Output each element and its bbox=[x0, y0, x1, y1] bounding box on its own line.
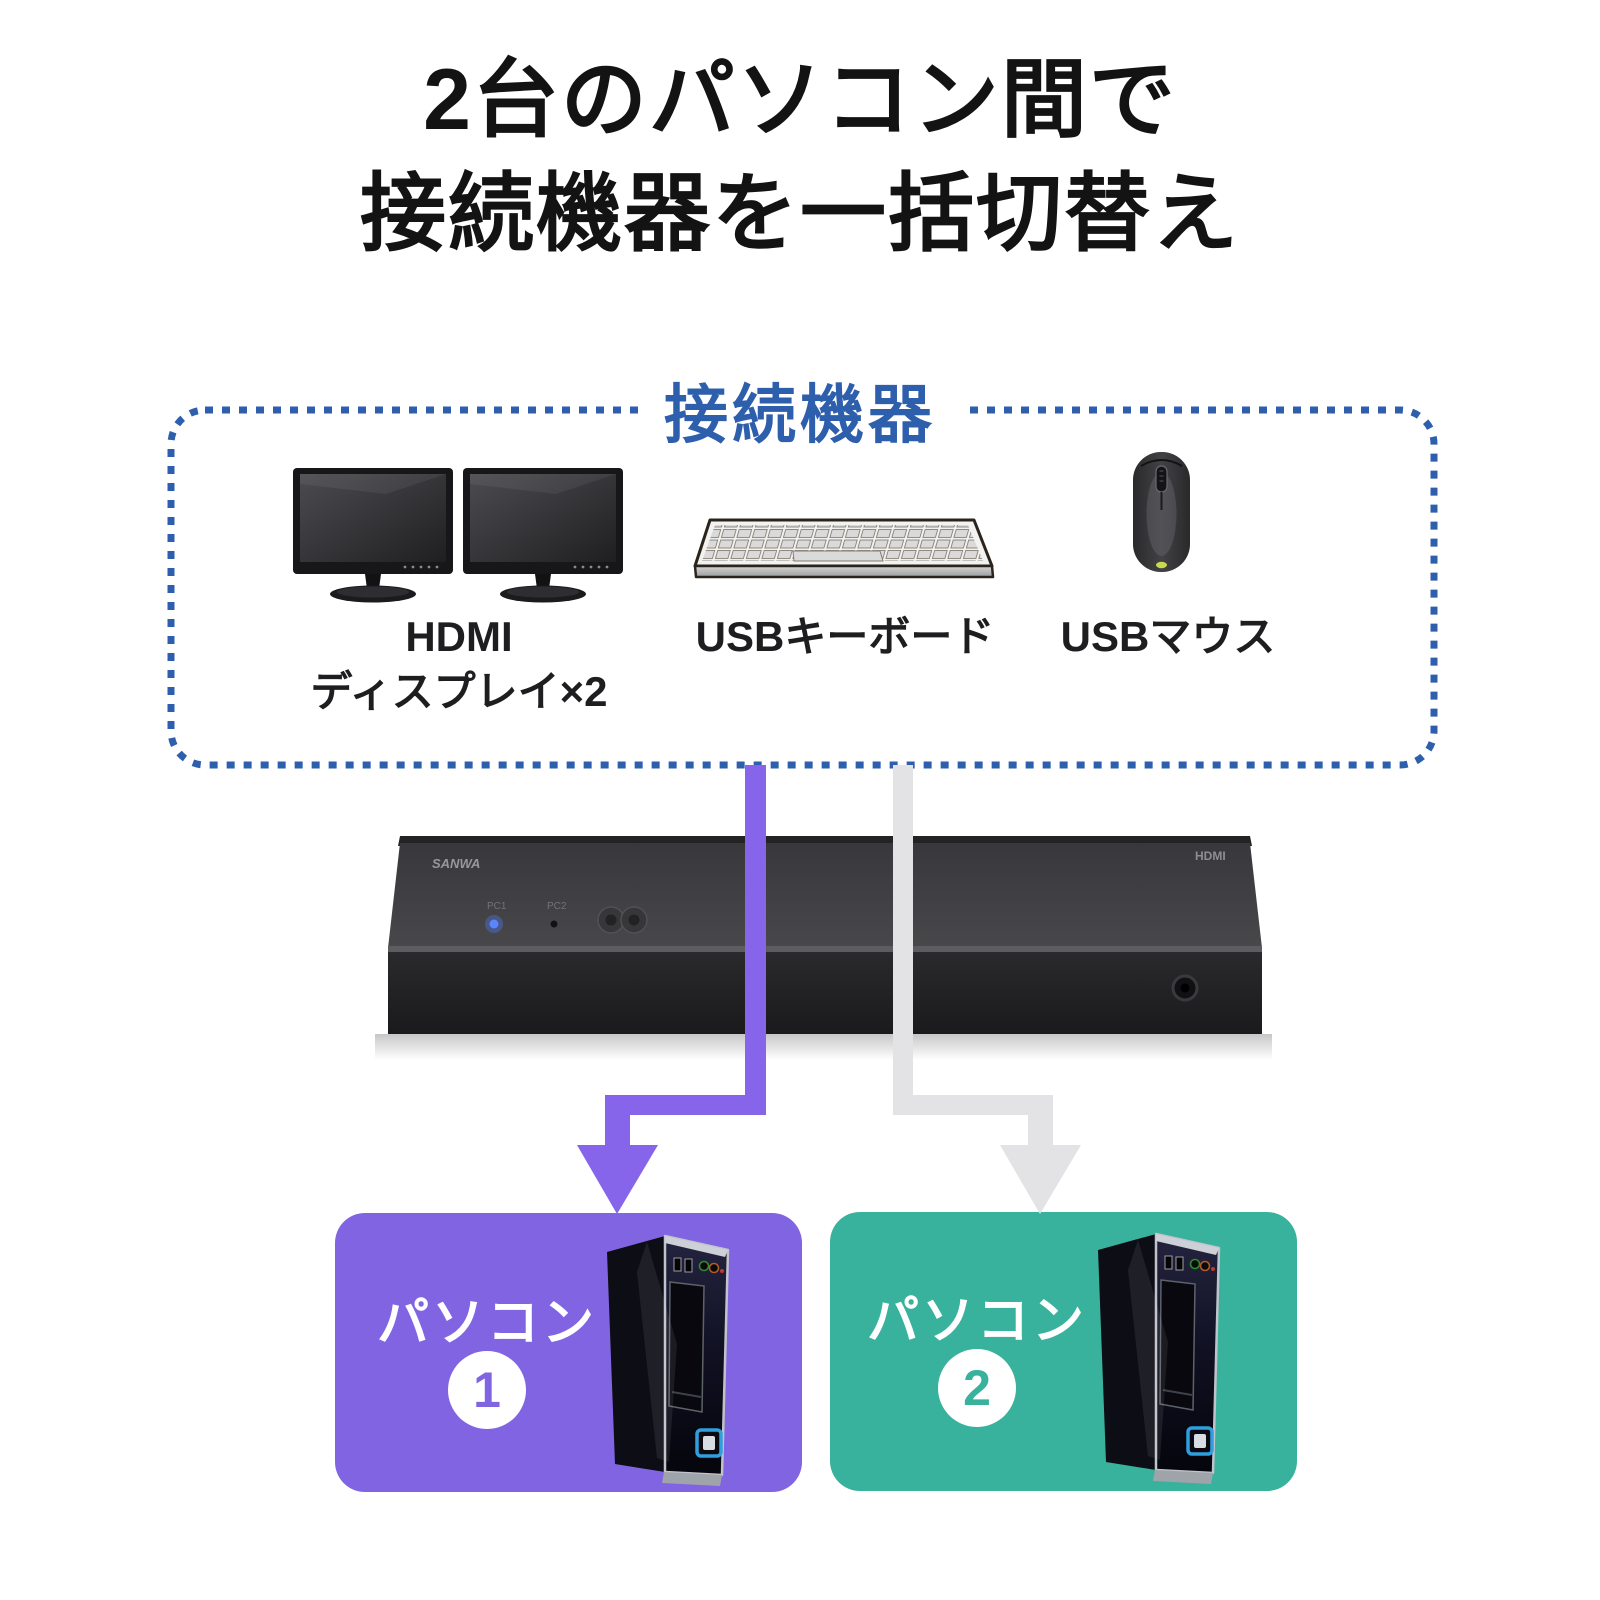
pc1-number: 1 bbox=[473, 1362, 501, 1418]
kvm-led2-label: PC2 bbox=[547, 901, 567, 912]
hdmi-display-icon-2 bbox=[463, 468, 623, 603]
kvm-switch-image: PC1 PC2 SANWA HDMI bbox=[375, 836, 1272, 1060]
pc1-label: パソコン bbox=[376, 1294, 598, 1353]
pc2-label: パソコン bbox=[866, 1292, 1088, 1351]
usb-mouse-label: USBマウス bbox=[1060, 613, 1276, 660]
hdmi-display-label-line2: ディスプレイ×2 bbox=[310, 667, 608, 715]
pc2-tower-icon bbox=[1096, 1232, 1221, 1486]
usb-keyboard-label: USBキーボード bbox=[695, 613, 995, 660]
arrow-to-pc1 bbox=[577, 765, 766, 1214]
pc1-tower-icon bbox=[605, 1234, 730, 1488]
pc1-number-badge: 1 bbox=[448, 1351, 526, 1429]
usb-mouse-icon bbox=[1133, 452, 1190, 572]
title-line-1: 2台のパソコン間で bbox=[423, 52, 1177, 148]
hdmi-display-label-line1: HDMI bbox=[405, 613, 513, 660]
kvm-led1-label: PC1 bbox=[487, 901, 507, 912]
pc2-led bbox=[550, 920, 558, 928]
arrow-to-pc2 bbox=[893, 765, 1081, 1214]
kvm-audio-jack-hole bbox=[1180, 983, 1190, 993]
usb-keyboard-icon bbox=[693, 518, 995, 579]
kvm-hdmi-badge: HDMI bbox=[1195, 849, 1226, 863]
pc1-led bbox=[489, 919, 499, 929]
pc2-number: 2 bbox=[963, 1360, 991, 1416]
page-title: 2台のパソコン間で 接続機器を一括切替え bbox=[0, 44, 1600, 271]
kvm-switch-button bbox=[597, 906, 648, 934]
hdmi-display-icon-1 bbox=[293, 468, 453, 603]
pc2-number-badge: 2 bbox=[938, 1349, 1016, 1427]
hdmi-display-label: HDMI ディスプレイ×2 bbox=[311, 610, 608, 719]
kvm-brand-logo: SANWA bbox=[432, 856, 480, 871]
title-line-2: 接続機器を一括切替え bbox=[360, 165, 1240, 262]
devices-panel-title: 接続機器 bbox=[638, 364, 962, 456]
